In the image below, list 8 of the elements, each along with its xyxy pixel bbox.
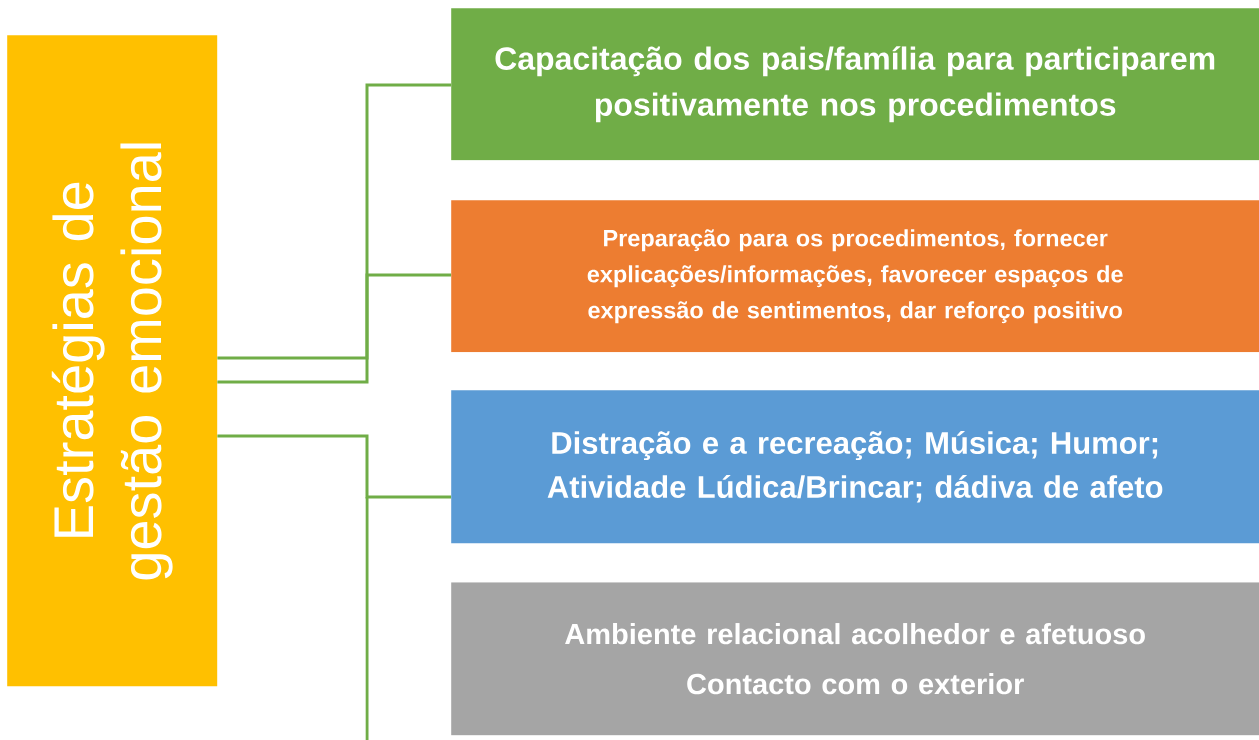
vertical-title-box: Estratégias de gestão emocional — [7, 35, 218, 687]
strategy-box: Ambiente relacional acolhedor e afetuoso Contacto com o exterior — [451, 582, 1259, 736]
connector-line — [217, 434, 451, 499]
strategy-box: Preparação para os procedimentos, fornecer explicações/informações, favorecer espaços de expressão de sentimentos, dar reforço positivo — [451, 200, 1259, 353]
connector-line — [217, 273, 451, 384]
connector-line — [217, 83, 451, 360]
strategy-box: Capacitação dos pais/família para participarem positivamente nos procedimentos — [451, 8, 1259, 161]
strategy-box: Distração e a recreação; Música; Humor; Atividade Lúdica/Brincar; dádiva de afeto — [451, 390, 1259, 544]
